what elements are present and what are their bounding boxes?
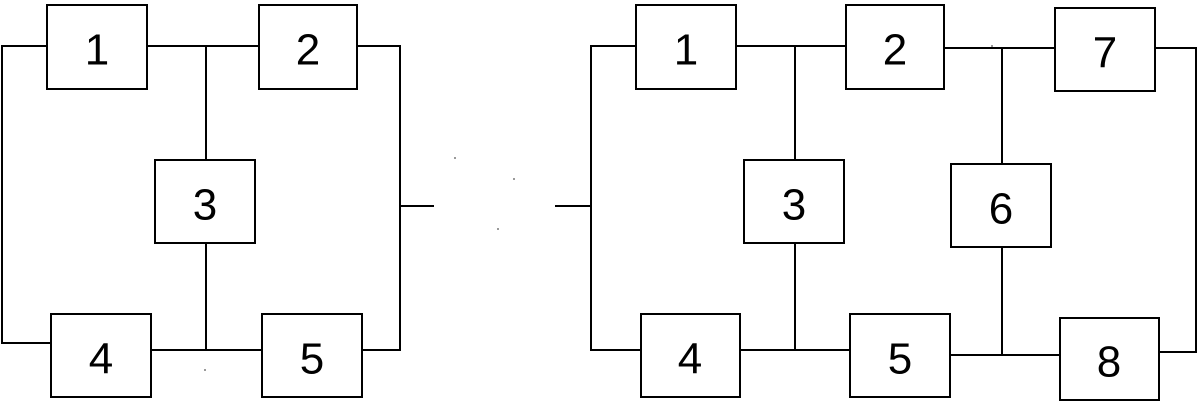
right-block-6: 6 (950, 163, 1052, 248)
scan-noise (204, 45, 993, 371)
left-block-1: 1 (46, 4, 148, 90)
left-block-3-label: 3 (193, 181, 217, 230)
left-block-3: 3 (154, 159, 256, 244)
right-network-wires (555, 45, 1197, 356)
right-outer-right-wire (1155, 47, 1197, 353)
left-block-4-label: 4 (89, 335, 113, 384)
right-block-1: 1 (635, 4, 737, 90)
right-block-4: 4 (640, 313, 741, 398)
right-block-1-label: 1 (674, 26, 698, 75)
right-block-2-label: 2 (883, 26, 907, 75)
left-block-5: 5 (261, 313, 363, 398)
right-block-7-label: 7 (1093, 29, 1117, 78)
left-block-2: 2 (258, 4, 358, 90)
right-block-3-label: 3 (782, 181, 806, 230)
left-outer-left-wire (1, 45, 51, 344)
right-outer-left-wire (590, 45, 641, 351)
right-block-3: 3 (743, 159, 845, 244)
right-block-5: 5 (849, 313, 951, 398)
left-outer-right-wire (357, 45, 401, 351)
right-block-5-label: 5 (888, 335, 912, 384)
right-block-8: 8 (1059, 317, 1160, 401)
left-network-wires (1, 45, 434, 351)
right-block-7: 7 (1054, 7, 1156, 92)
right-block-6-label: 6 (989, 185, 1013, 234)
left-block-4: 4 (50, 313, 152, 398)
left-block-5-label: 5 (300, 335, 324, 384)
left-block-2-label: 2 (296, 26, 320, 75)
right-block-8-label: 8 (1097, 338, 1121, 387)
right-block-4-label: 4 (678, 335, 702, 384)
right-block-2: 2 (845, 4, 945, 90)
right-network: 1 2 3 4 5 6 7 (555, 4, 1197, 401)
left-network: 1 2 3 4 5 (1, 4, 434, 398)
left-block-1-label: 1 (85, 26, 109, 75)
